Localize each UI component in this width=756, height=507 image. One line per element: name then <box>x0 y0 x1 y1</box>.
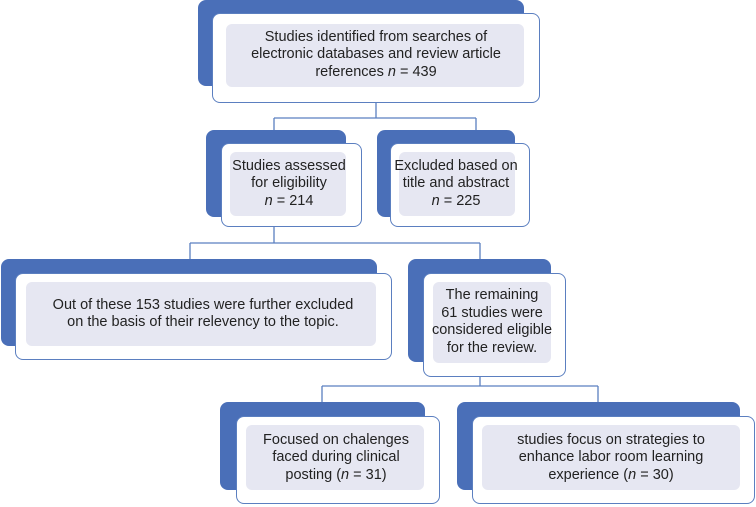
identified-n-label: n <box>387 63 396 80</box>
box-text: Excluded based on title and abstract n =… <box>386 151 526 217</box>
strategies-n-value: = 30) <box>636 466 674 483</box>
box-fill <box>246 425 424 490</box>
identified-line-3-text: references <box>315 63 384 80</box>
assessed-line-2: for eligibility <box>251 175 327 192</box>
assessed-line-1: Studies assessed <box>232 157 346 174</box>
identified-line-1: Studies identified from searches of <box>264 28 488 45</box>
identified-line-2: electronic databases and review article <box>251 46 501 63</box>
box-text: Studies identified from searches of elec… <box>212 22 540 88</box>
assessed-line-3: n = 214 <box>265 193 314 211</box>
box-text: The remaining 61 studies were considered… <box>423 280 561 364</box>
eligible-line-4: for the review. <box>446 339 538 356</box>
eligible-line-1: The remaining <box>445 287 539 303</box>
identified-n-value: = 439 <box>395 63 437 80</box>
box-fill <box>230 152 346 216</box>
box-fill <box>433 282 551 363</box>
challenges-n-value: = 31) <box>349 466 387 483</box>
challenges-line-2: faced during clinical <box>272 449 400 466</box>
strategies-line-2: enhance labor room learning <box>518 449 704 466</box>
challenges-line-1: Focused on chalenges <box>263 431 409 448</box>
challenges-last-prefix: posting ( <box>285 466 342 483</box>
identified-line-3: references n = 439 <box>315 64 436 82</box>
strategies-line-1: studies focus on strategies to <box>517 431 705 448</box>
excluded-relevancy-line-1: Out of these 153 studies were further ex… <box>52 296 354 313</box>
excluded-title-n-label: n <box>431 192 440 209</box>
box-text: Out of these 153 studies were further ex… <box>15 279 391 349</box>
excluded-title-line-3: n = 225 <box>432 193 481 211</box>
box-fill <box>399 152 515 216</box>
strategies-n-label: n <box>628 466 637 483</box>
excluded-title-line-2: title and abstract <box>402 175 510 192</box>
eligible-line-3: considered eligible <box>431 322 553 338</box>
excluded-title-n-value: = 225 <box>439 192 481 209</box>
box-fill <box>26 282 376 346</box>
box-text: studies focus on strategies to enhance l… <box>472 423 750 493</box>
excluded-relevancy-line-2: on the basis of their relevency to the t… <box>67 314 339 330</box>
strategies-line-3: experience (n = 30) <box>548 467 673 485</box>
challenges-n-label: n <box>341 466 350 483</box>
eligible-line-2: 61 studies were <box>441 304 543 321</box>
box-fill <box>482 425 740 490</box>
assessed-n-value: = 214 <box>272 192 314 209</box>
box-fill <box>226 24 524 87</box>
assessed-n-label: n <box>264 192 273 209</box>
box-text: Focused on chalenges faced during clinic… <box>236 423 436 493</box>
excluded-title-line-1: Excluded based on <box>394 157 518 174</box>
strategies-last-prefix: experience ( <box>548 466 629 483</box>
challenges-line-3: posting (n = 31) <box>285 467 386 485</box>
box-text: Studies assessed for eligibility n = 214 <box>221 151 357 217</box>
